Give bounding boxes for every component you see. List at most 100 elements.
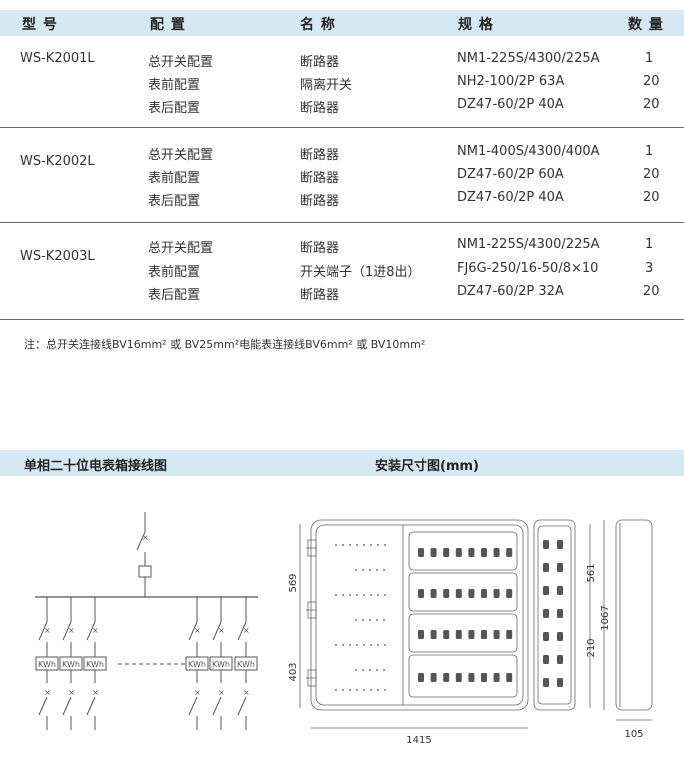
breaker-slot bbox=[506, 589, 513, 598]
svg-text:×: × bbox=[44, 626, 51, 635]
breaker-slot bbox=[481, 589, 487, 598]
qty-cell: 20 bbox=[643, 284, 660, 299]
spec-cell: NM1-225S/4300/225A bbox=[457, 51, 600, 66]
qty-cell: 1 bbox=[645, 237, 654, 252]
config-cell: 总开关配置 bbox=[148, 148, 214, 163]
spec-cell: DZ47-60/2P 40A bbox=[457, 97, 564, 112]
svg-text:×: × bbox=[44, 688, 51, 697]
breaker-slot bbox=[493, 548, 500, 557]
breaker-slot bbox=[481, 673, 487, 682]
breaker-slot bbox=[455, 548, 462, 557]
svg-text:×: × bbox=[68, 688, 75, 697]
meter-label: KWh bbox=[38, 660, 56, 669]
meter-label: KWh bbox=[62, 660, 80, 669]
breaker-slot bbox=[468, 548, 475, 557]
name-cell: 断路器 bbox=[300, 288, 340, 303]
breaker-slot bbox=[506, 548, 513, 557]
svg-text:×: × bbox=[218, 688, 225, 697]
model-cell: WS-K2002L bbox=[20, 154, 95, 169]
breaker-slot bbox=[481, 548, 487, 557]
meter-label: KWh bbox=[237, 660, 255, 669]
qty-cell: 20 bbox=[643, 97, 660, 112]
cabinet-profile-outline bbox=[615, 519, 653, 711]
qty-cell: 1 bbox=[645, 144, 654, 159]
header-qty: 数 量 bbox=[628, 17, 664, 33]
spec-cell: DZ47-60/2P 40A bbox=[457, 190, 564, 205]
right-lower-label: 210 bbox=[586, 638, 597, 657]
depth-label: 105 bbox=[624, 729, 643, 740]
svg-text:×: × bbox=[194, 626, 201, 635]
qty-cell: 1 bbox=[645, 51, 654, 66]
breaker-slot bbox=[443, 673, 450, 682]
breaker-slot bbox=[443, 548, 450, 557]
left-upper-label: 569 bbox=[288, 573, 299, 592]
config-cell: 表前配置 bbox=[148, 78, 201, 93]
qty-cell: 3 bbox=[645, 261, 654, 276]
meter-branch: ×KWh× bbox=[185, 597, 209, 730]
wiring-diagram-title: 单相二十位电表箱接线图 bbox=[24, 459, 168, 474]
config-cell: 表后配置 bbox=[148, 194, 201, 209]
header-name: 名 称 bbox=[300, 17, 336, 33]
spec-cell: DZ47-60/2P 32A bbox=[457, 284, 564, 299]
breaker-slot bbox=[506, 630, 513, 639]
config-cell: 总开关配置 bbox=[148, 55, 214, 70]
meter-label: KWh bbox=[86, 660, 104, 669]
spec-cell: FJ6G-250/16-50/8×10 bbox=[457, 261, 599, 276]
breaker-slot bbox=[455, 589, 462, 598]
breaker-slot bbox=[468, 673, 475, 682]
name-cell: 断路器 bbox=[300, 241, 340, 256]
width-label: 1415 bbox=[406, 735, 431, 746]
svg-text:×: × bbox=[243, 626, 250, 635]
name-cell: 断路器 bbox=[300, 171, 340, 186]
meter-branch: ×KWh× bbox=[209, 597, 233, 730]
spec-cell: NM1-225S/4300/225A bbox=[457, 237, 600, 252]
left-lower-label: 403 bbox=[288, 662, 299, 681]
spec-cell: DZ47-60/2P 60A bbox=[457, 167, 564, 182]
spec-cell: NM1-400S/4300/400A bbox=[457, 144, 600, 159]
breaker-slot bbox=[493, 589, 500, 598]
qty-cell: 20 bbox=[643, 190, 660, 205]
config-cell: 表前配置 bbox=[148, 171, 201, 186]
cabinet-front-outline bbox=[310, 519, 529, 711]
meter-branch: × KWh × bbox=[234, 597, 258, 730]
wiring-note: 注：总开关连接线BV16mm² 或 BV25mm²电能表连接线BV6mm² 或 … bbox=[24, 338, 426, 351]
cabinet-side-outline bbox=[533, 519, 576, 711]
model-cell: WS-K2001L bbox=[20, 51, 95, 66]
svg-text:×: × bbox=[218, 626, 225, 635]
svg-text:×: × bbox=[68, 626, 75, 635]
breaker-slot bbox=[430, 673, 437, 682]
header-model: 型 号 bbox=[22, 17, 58, 33]
svg-text:×: × bbox=[243, 688, 250, 697]
svg-text:×: × bbox=[142, 533, 149, 542]
breaker-slot bbox=[455, 630, 462, 639]
table-bottom-border bbox=[0, 319, 684, 320]
table-header-bar bbox=[0, 10, 684, 36]
row-divider bbox=[0, 127, 684, 128]
qty-cell: 20 bbox=[643, 167, 660, 182]
svg-text:×: × bbox=[92, 626, 99, 635]
header-spec: 规 格 bbox=[458, 17, 494, 33]
wiring-diagram: × ×KWh××KWh××KWh××KWh××KWh××KWh× bbox=[35, 512, 258, 730]
breaker-slot bbox=[443, 589, 450, 598]
breaker-slot bbox=[418, 630, 424, 639]
breaker-slot bbox=[418, 548, 424, 557]
name-cell: 断路器 bbox=[300, 194, 340, 209]
name-cell: 断路器 bbox=[300, 55, 340, 70]
breaker-slot bbox=[430, 630, 437, 639]
breaker-slot bbox=[455, 673, 462, 682]
breaker-slot bbox=[418, 673, 424, 682]
breaker-slot bbox=[493, 673, 500, 682]
breaker-slot bbox=[430, 548, 437, 557]
meter-branch: × KWh × bbox=[83, 597, 107, 730]
svg-text:×: × bbox=[194, 688, 201, 697]
config-cell: 总开关配置 bbox=[148, 241, 214, 256]
svg-text:×: × bbox=[92, 688, 99, 697]
name-cell: 断路器 bbox=[300, 148, 340, 163]
breaker-slot bbox=[468, 589, 475, 598]
breaker-slot bbox=[506, 673, 513, 682]
name-cell: 断路器 bbox=[300, 101, 340, 116]
main-breaker-icon bbox=[138, 565, 152, 578]
breaker-slot bbox=[443, 630, 450, 639]
config-cell: 表后配置 bbox=[148, 101, 201, 116]
